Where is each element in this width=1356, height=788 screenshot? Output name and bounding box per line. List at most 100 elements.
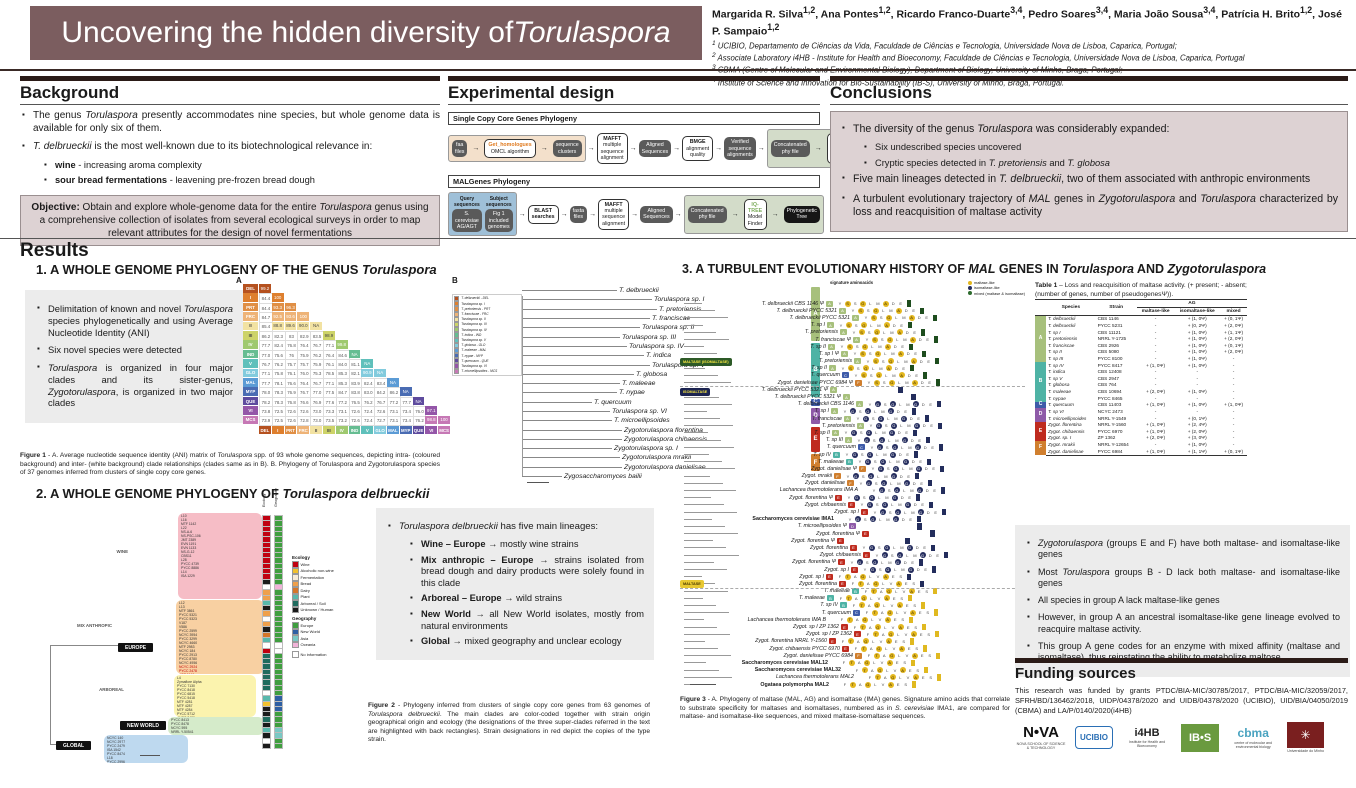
- cell-strain: CBS 11403: [1097, 402, 1122, 408]
- th-group: [1035, 299, 1046, 316]
- signature-aa: E: [923, 545, 927, 551]
- signature-aa: M: [894, 416, 898, 422]
- signature-aa: G: [864, 681, 871, 688]
- panel-b-label: B: [452, 276, 458, 285]
- fig2-legend-item: Bread: [292, 580, 366, 587]
- cell-species: Zygot. chibaensis: [1048, 428, 1085, 434]
- cell-mixed: -: [1232, 435, 1235, 441]
- funding-text: This research was funded by grants PTDC/…: [1015, 686, 1348, 715]
- cell-maltase: -: [1154, 409, 1157, 415]
- cell-strain: CBS 10694: [1097, 388, 1122, 394]
- signature-aa: S: [916, 667, 920, 673]
- signature-aa: S: [872, 437, 876, 443]
- signature-aa: Y: [840, 344, 844, 350]
- signature-aa: Y: [859, 480, 863, 486]
- signature-aa: S: [865, 559, 869, 565]
- section-conclusions: Conclusions The diversity of the genus T…: [830, 76, 1348, 233]
- fig3-group-bar: [933, 336, 939, 343]
- signature-aa: Y: [868, 401, 872, 407]
- cell-strain: ZP 1362: [1097, 435, 1116, 441]
- cell-isomaltase: + (1, 0Ψ): [1187, 362, 1207, 368]
- signature-aa: E: [908, 495, 912, 501]
- fig3-clade-chip: A: [852, 314, 859, 321]
- signature-aa: S: [901, 617, 905, 623]
- signature-aa: G: [915, 465, 922, 472]
- group-divider: [680, 386, 1025, 388]
- signature-aa: G: [872, 307, 879, 314]
- signature-aa: Y: [852, 329, 856, 335]
- fig3-clade-chip: F: [847, 480, 854, 487]
- fig3-tip-label: T. franciscae Ψ: [815, 336, 851, 343]
- fig3-group-bar: [932, 587, 938, 595]
- signature-aa: L: [887, 416, 890, 422]
- signature-aa: G: [891, 444, 898, 451]
- fig3-group-bar: [938, 444, 944, 451]
- tree-branch-line: [684, 303, 702, 305]
- signature-aa: D: [904, 308, 908, 314]
- fig2-clade-label: ARBOREAL: [99, 687, 124, 692]
- legend-label: New World: [300, 629, 321, 635]
- signature-aa: S: [899, 574, 903, 580]
- fig3-tip-label: T. sp II: [811, 365, 827, 372]
- fig3-side-label: ISOMALTASE: [680, 388, 711, 396]
- signature-aa: D: [918, 337, 922, 343]
- fig1-legend-item: T. quercuum - QUE: [454, 358, 520, 364]
- signature-aa: E: [920, 480, 924, 486]
- signature-aa: S: [873, 459, 877, 465]
- signature-aa: S: [887, 487, 891, 493]
- signature-aa: A: [910, 358, 917, 365]
- signature-aa: T: [871, 609, 878, 616]
- legend-label: Asia: [300, 635, 309, 641]
- signature-aa: T: [872, 631, 879, 638]
- tree-branch-line: [522, 373, 634, 375]
- signature-aa: G: [859, 300, 866, 307]
- signature-aa: L: [888, 437, 891, 443]
- cell-isomaltase: -: [1196, 395, 1198, 401]
- tree-branch-line: [684, 676, 732, 678]
- signature-aa: Y: [864, 315, 868, 321]
- signature-aa: T: [847, 638, 854, 645]
- signature-aa: A: [883, 595, 890, 602]
- signature-aa: S: [845, 322, 852, 329]
- tree-tip: T. microellipsoides: [522, 416, 828, 425]
- signature-aa: G: [877, 415, 884, 422]
- fig3-group-bar: [920, 602, 926, 609]
- s2-bullet-sub: New World → all New World isolates, most…: [408, 609, 644, 632]
- tree-branch-line: [684, 339, 729, 341]
- fig3-clade-chip: A: [857, 422, 864, 429]
- signature-aa: Y: [866, 358, 870, 364]
- signature-aa: D: [912, 480, 916, 486]
- tree-tip: T. indica: [522, 351, 828, 360]
- signature-aa: S: [844, 300, 851, 307]
- fig1-legend-item: Torulaspora sp. V: [454, 337, 520, 343]
- signature-aa: S: [927, 631, 931, 637]
- signature-aa: A: [912, 674, 919, 681]
- logo-cbma-name: centre of molecular and environmental bi…: [1234, 740, 1272, 749]
- legend-label: Oceania: [300, 642, 316, 648]
- signature-aa: D: [921, 401, 925, 407]
- ani-cell: 76.2: [412, 415, 427, 427]
- fig2-legend-item: New World: [292, 628, 366, 635]
- s2-bullet-sub: Arboreal – Europe → wild strains: [408, 593, 644, 605]
- fig3-group-bar: [935, 652, 941, 659]
- signature-aa: L: [895, 315, 898, 321]
